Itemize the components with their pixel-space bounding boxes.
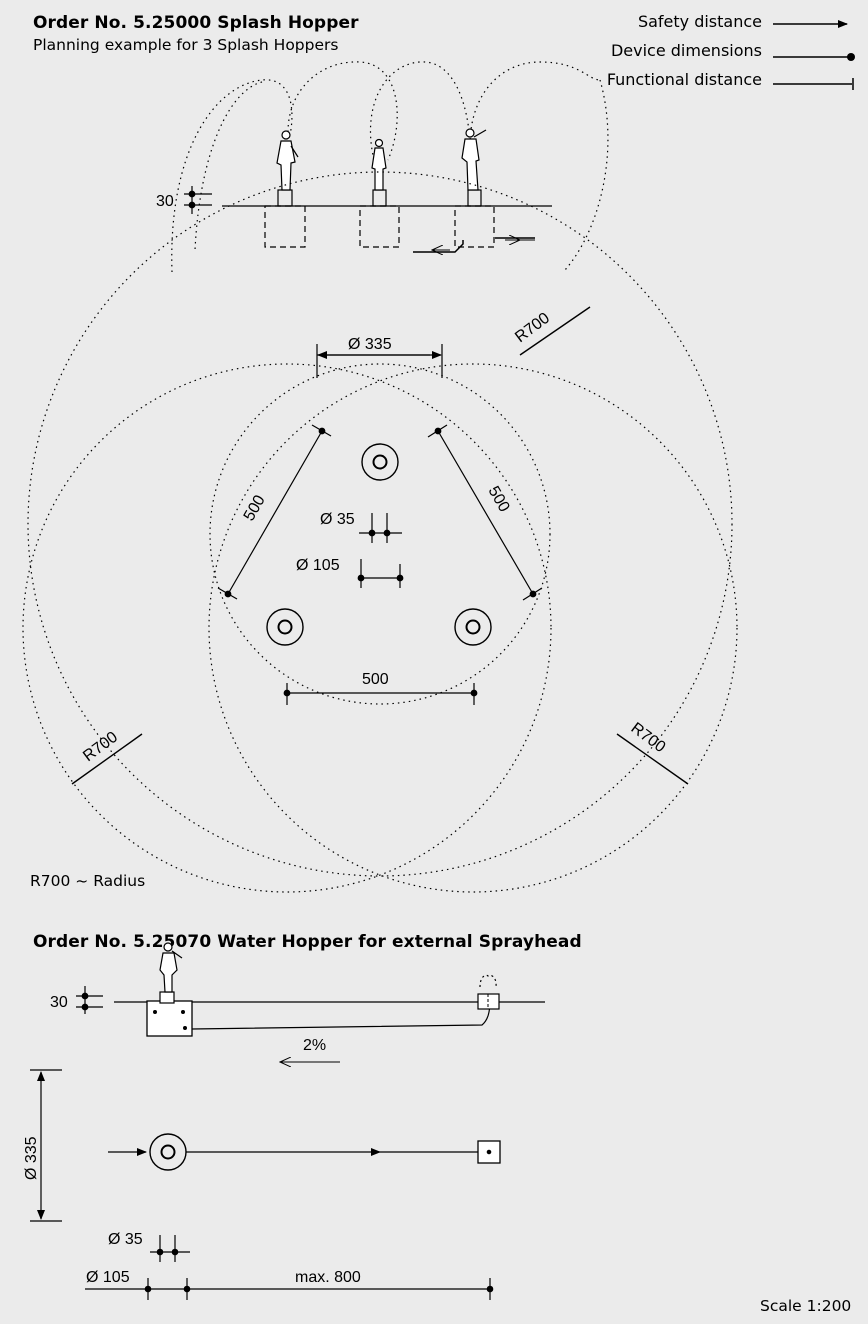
elevation-view — [171, 61, 609, 273]
section-2-diameter-mid-label: Ø 105 — [86, 1269, 130, 1286]
section-2-elevation — [114, 974, 545, 1062]
safety-circles — [22, 171, 738, 893]
elevation-height-dimension — [184, 186, 212, 214]
section-2-height-label: 30 — [50, 994, 68, 1011]
plan-distance-right-label: 500 — [485, 484, 513, 516]
section-1-title: Order No. 5.25000 Splash Hopper — [33, 13, 359, 33]
plan-view — [22, 171, 738, 893]
plan-radius-left-label: R700 — [80, 729, 121, 766]
statue-figure-4-icon — [159, 942, 183, 993]
statue-figure-1-icon — [276, 130, 299, 191]
hopper-symbols — [266, 443, 492, 646]
plan-distance-left-label: 500 — [241, 492, 269, 524]
plan-distance-bottom-label: 500 — [362, 671, 389, 688]
section-2-diameter-inner-label: Ø 35 — [108, 1231, 143, 1248]
spray-arcs — [171, 61, 609, 273]
section-1-subtitle: Planning example for 3 Splash Hoppers — [33, 36, 339, 54]
radius-note: R700 ~ Radius — [30, 872, 146, 890]
legend-label-device: Device dimensions — [610, 41, 762, 60]
section-2-height-dimension — [76, 986, 103, 1014]
plan-diameter-mid-label: Ø 105 — [296, 557, 340, 574]
section-2-diameter-outer-label: Ø 335 — [23, 1136, 40, 1180]
section-2-plan — [30, 1069, 501, 1300]
elevation-height-label: 30 — [156, 193, 174, 210]
max-distance-label: max. 800 — [295, 1269, 361, 1286]
plan-diameter-inner-label: Ø 35 — [320, 511, 355, 528]
legend-label-safety: Safety distance — [637, 12, 762, 31]
scale-note: Scale 1:200 — [760, 1297, 852, 1315]
legend-label-functional: Functional distance — [606, 70, 762, 89]
legend-device-dot-icon — [773, 53, 855, 61]
plan-diameter-outer-label: Ø 335 — [348, 336, 392, 353]
statue-figure-2-icon — [371, 138, 387, 191]
statue-figure-3-icon — [461, 128, 487, 191]
legend-functional-bar-icon — [773, 78, 854, 90]
plan-radius-right-label: R700 — [628, 720, 669, 757]
slope-label: 2% — [303, 1037, 326, 1054]
plan-radius-top-right-label: R700 — [512, 310, 553, 347]
